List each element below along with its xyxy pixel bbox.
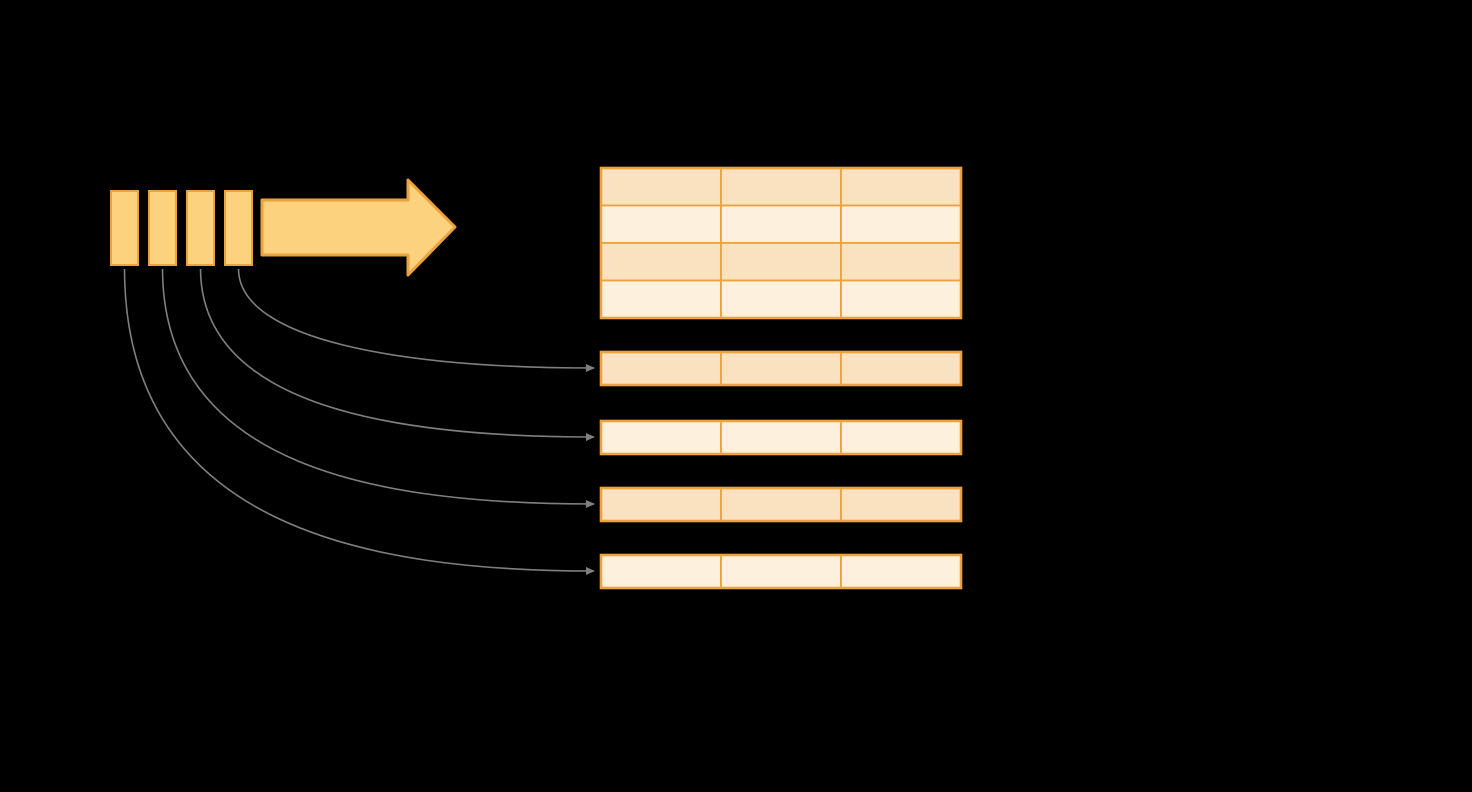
row-table-3-cell-2 <box>720 487 842 522</box>
matrix-cell-r2c3 <box>840 204 962 244</box>
segment-bar-2 <box>148 190 177 266</box>
row-table-2-cell-2 <box>720 420 842 455</box>
connector-arrow-1 <box>237 268 595 372</box>
row-table-4-cell-3 <box>840 554 962 589</box>
connector-arrow-3 <box>161 268 595 508</box>
row-table-3-cell-1 <box>600 487 722 522</box>
row-table-4-outline <box>599 553 963 590</box>
row-table-2 <box>599 419 963 456</box>
row-table-1-cell-2 <box>720 351 842 386</box>
row-table-4-cell-2 <box>720 554 842 589</box>
matrix-table-outline <box>599 166 963 320</box>
segment-bars-group <box>110 190 253 266</box>
matrix-table <box>599 166 963 320</box>
connectors-group <box>123 268 595 575</box>
matrix-cell-r3c2 <box>720 242 842 282</box>
row-table-1-cell-1 <box>600 351 722 386</box>
matrix-cell-r2c1 <box>600 204 722 244</box>
matrix-cell-r4c3 <box>840 279 962 319</box>
segment-bar-4 <box>224 190 253 266</box>
matrix-cell-r1c1 <box>600 167 722 207</box>
matrix-cell-r1c3 <box>840 167 962 207</box>
row-table-3 <box>599 486 963 523</box>
matrix-cell-r3c3 <box>840 242 962 282</box>
matrix-cell-r4c1 <box>600 279 722 319</box>
matrix-cell-r1c2 <box>720 167 842 207</box>
row-table-2-cell-1 <box>600 420 722 455</box>
row-table-1 <box>599 350 963 387</box>
row-table-3-cell-3 <box>840 487 962 522</box>
row-table-2-cell-3 <box>840 420 962 455</box>
row-table-4-cell-1 <box>600 554 722 589</box>
row-table-2-outline <box>599 419 963 456</box>
matrix-cell-r3c1 <box>600 242 722 282</box>
row-table-1-outline <box>599 350 963 387</box>
flow-right-arrow-shape <box>260 178 457 277</box>
matrix-cell-r4c2 <box>720 279 842 319</box>
matrix-cell-r2c2 <box>720 204 842 244</box>
segment-bar-1 <box>110 190 139 266</box>
segment-bar-3 <box>186 190 215 266</box>
connector-arrow-2 <box>199 268 595 441</box>
row-table-3-outline <box>599 486 963 523</box>
row-table-1-cell-3 <box>840 351 962 386</box>
connector-arrow-4 <box>123 268 595 575</box>
row-table-4 <box>599 553 963 590</box>
